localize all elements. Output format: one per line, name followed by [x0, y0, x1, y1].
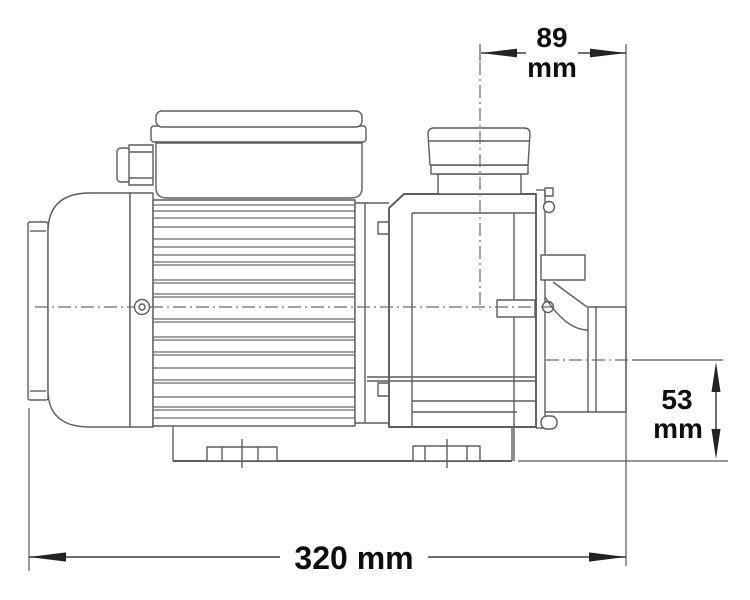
mounting-lug — [540, 254, 586, 281]
terminal-box-lid — [155, 110, 363, 128]
dim-89-unit: mm — [527, 52, 577, 83]
dim-89-value: 89 — [536, 22, 567, 53]
cable-gland-cap — [116, 147, 131, 183]
seal-plate — [536, 187, 586, 430]
arrow-down-icon — [711, 429, 721, 459]
cooling-fins — [153, 204, 365, 419]
cable-gland — [128, 144, 154, 186]
pump-casing — [367, 193, 537, 461]
motor-rear-cap — [27, 192, 131, 428]
dimension-320mm: 320 mm — [28, 408, 626, 576]
dim-53-unit: mm — [653, 413, 703, 444]
shaft-screw-icon — [133, 298, 151, 316]
dim-320-label: 320 mm — [294, 540, 413, 576]
dimension-89mm: 89 mm — [479, 22, 627, 566]
arrow-right-icon — [590, 48, 626, 58]
elbow-top-edge — [552, 281, 588, 308]
arrow-left-icon — [29, 552, 66, 562]
dim-53-value: 53 — [661, 384, 692, 415]
plate-step-top — [544, 187, 554, 197]
arrow-up-icon — [711, 362, 721, 392]
motor-body — [129, 192, 366, 428]
priming-plug-boss — [496, 299, 536, 318]
volute-curve — [544, 296, 589, 331]
union-nut — [427, 127, 531, 166]
arrow-right-icon — [589, 552, 626, 562]
arrow-left-icon — [481, 48, 517, 58]
motor-pump-adapter — [365, 202, 391, 424]
pump-rear-foot — [540, 415, 558, 430]
dimension-53mm: 53 mm — [518, 359, 728, 462]
suction-port — [427, 127, 531, 195]
discharge-port — [544, 281, 627, 413]
bolt-top-icon — [542, 200, 556, 214]
centerlines — [35, 62, 630, 361]
terminal-box-lid-rim — [150, 125, 367, 143]
mounting-base — [172, 427, 513, 468]
terminal-box — [116, 110, 367, 199]
terminal-box-body — [155, 142, 363, 199]
motor-front-ring — [354, 202, 366, 424]
